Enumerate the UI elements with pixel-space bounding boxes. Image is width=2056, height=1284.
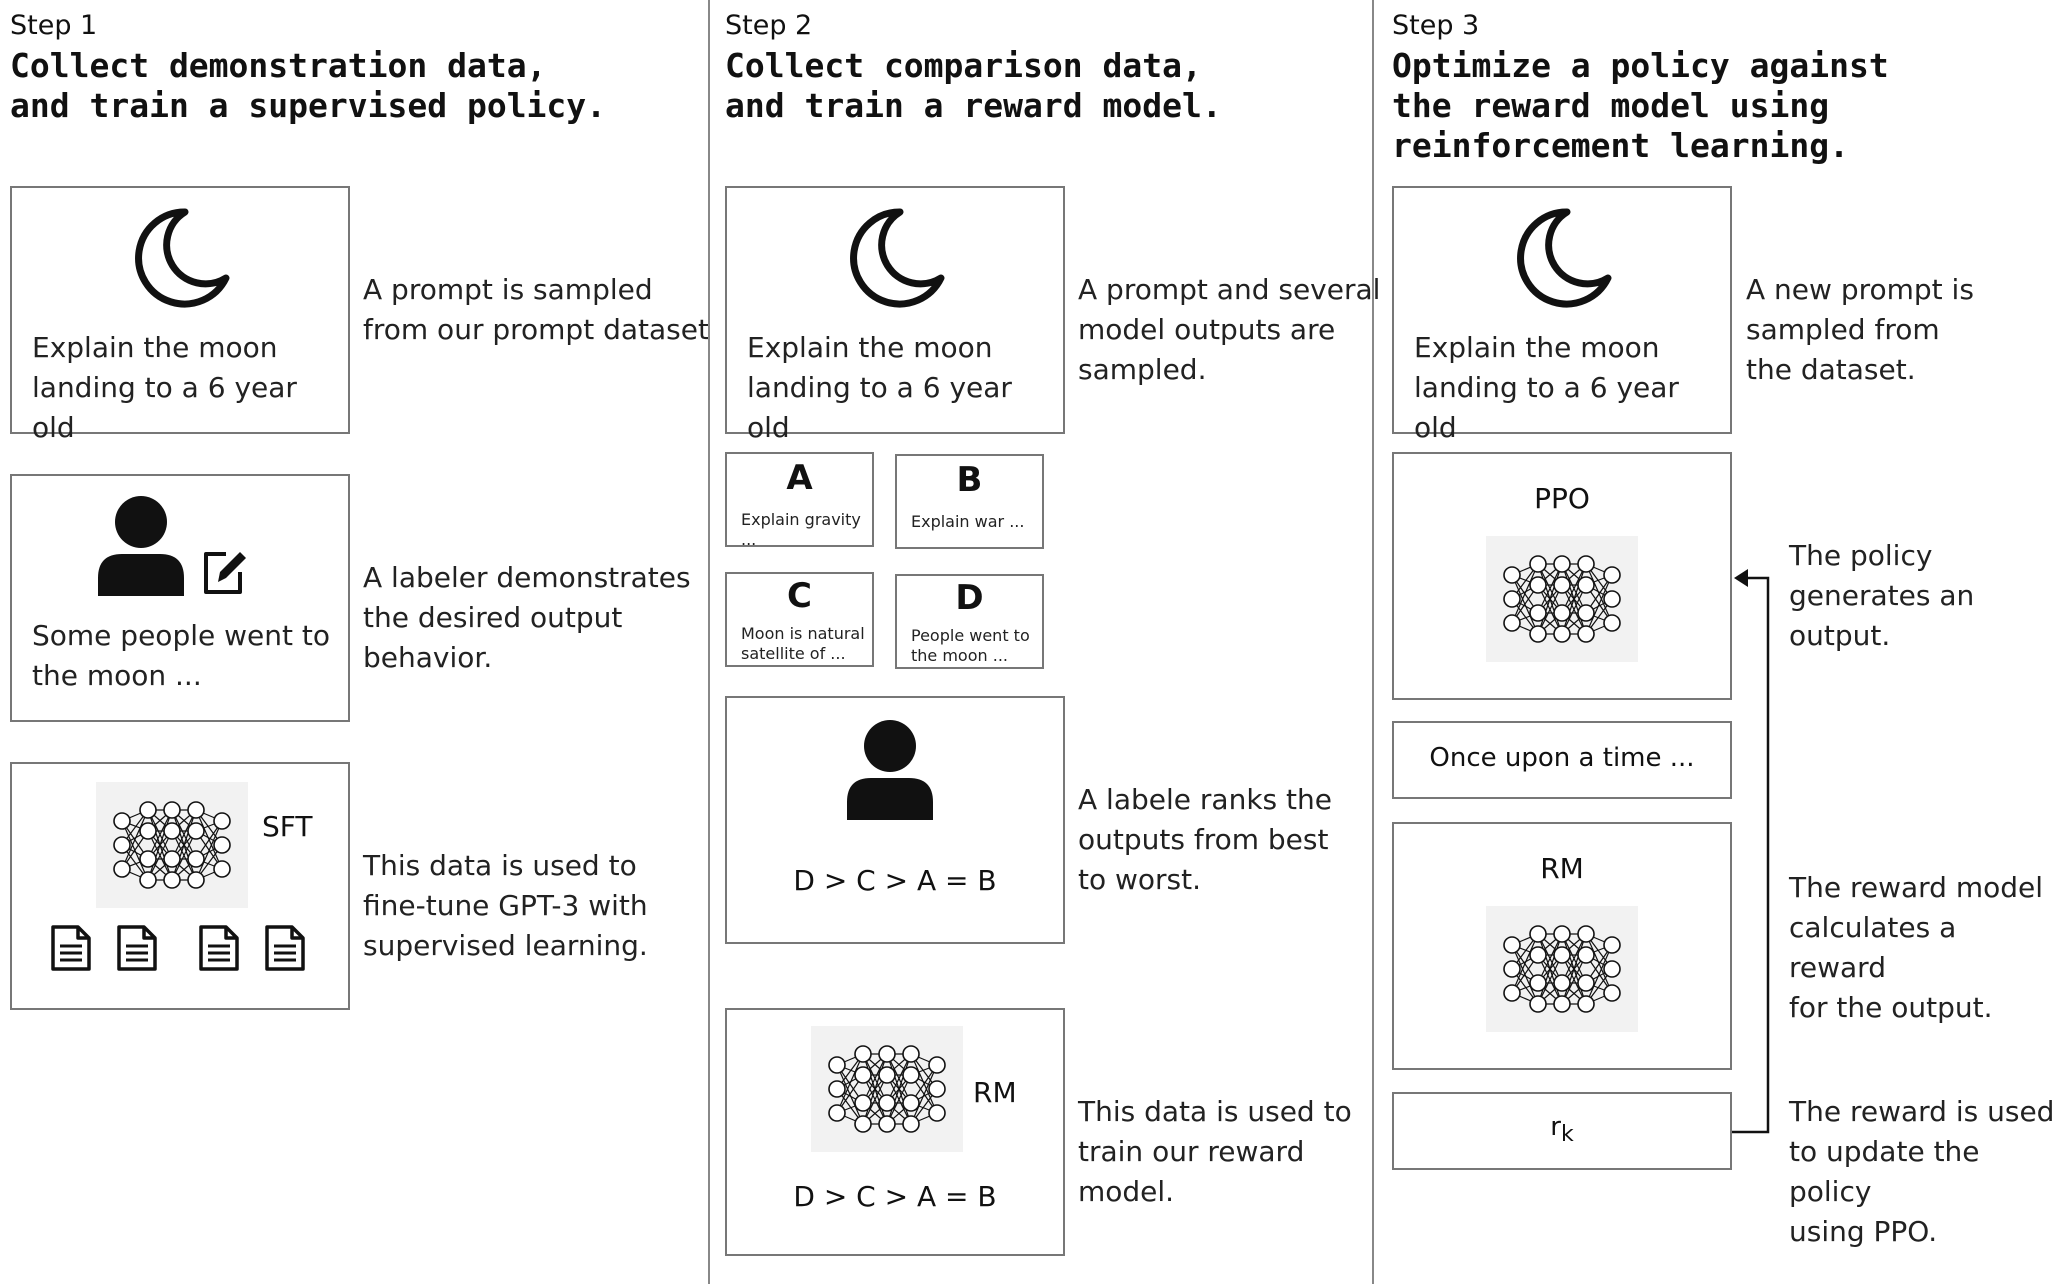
output-option-c: C Moon is natural satellite of ... [725,572,874,667]
step3-prompt-box: Explain the moon landing to a 6 year old [1392,186,1732,444]
step2-prompt-text: Explain the moon landing to a 6 year old [747,331,1012,444]
step2-title: Collect comparison data, and train a rew… [725,46,1222,125]
step3-prompt-text: Explain the moon landing to a 6 year old [1414,331,1679,444]
step3-title: Optimize a policy against the reward mod… [1392,46,1889,165]
option-text: Explain gravity ... [741,510,861,549]
step1-prompt-desc: A prompt is sampled from our prompt data… [363,273,709,346]
output-option-b: B Explain war ... [895,454,1044,549]
step2-prompt-box: Explain the moon landing to a 6 year old [725,186,1065,444]
neural-network-icon [1486,906,1638,1032]
step1-title: Collect demonstration data, and train a … [10,46,607,125]
person-icon [98,496,184,596]
step2-rm-box: RM D > C > A = B [725,1008,1065,1256]
moon-icon [1517,208,1612,308]
option-text: Moon is natural satellite of ... [741,624,865,663]
rm-ranking-text: D > C > A = B [793,1180,997,1213]
step3-reward-box: rk [1392,1092,1732,1170]
option-letter: A [786,458,813,498]
step3-output-box: Once upon a time ... [1392,721,1732,799]
rm-label: RM [973,1076,1017,1109]
step2-ranking-box: D > C > A = B [725,696,1065,944]
neural-network-icon [96,782,248,908]
step2-rank-desc: A labele ranks the outputs from best to … [1078,783,1332,896]
step1-prompt-box: Explain the moon landing to a 6 year old [10,186,350,444]
step1-train-desc: This data is used to fine-tune GPT-3 wit… [363,849,648,962]
reward-symbol: r [1550,1112,1561,1142]
step3-rm-desc: The reward model calculates a reward for… [1789,871,2044,1024]
step1-demo-box: Some people went to the moon ... [10,474,350,722]
step2-label: Step 2 [725,10,813,41]
step1-demo-text: Some people went to the moon ... [32,619,330,692]
step1-sft-box: SFT [10,762,350,1010]
neural-network-icon [1486,536,1638,662]
step3-label: Step 3 [1392,10,1480,41]
step2-prompt-desc: A prompt and several model outputs are s… [1078,273,1381,386]
step3-rm-box: RM [1392,822,1732,1070]
output-option-a: A Explain gravity ... [725,452,874,549]
document-icon [117,925,157,971]
step3-prompt-desc: A new prompt is sampled from the dataset… [1746,273,1974,386]
step1-prompt-text: Explain the moon landing to a 6 year old [32,331,297,444]
moon-icon [135,208,230,308]
step3-update-desc: The reward is used to update the policy … [1789,1095,2055,1248]
reward-value: rk [1394,1112,1730,1147]
rm-label: RM [1540,852,1584,885]
sft-label: SFT [262,810,313,843]
reward-subscript: k [1560,1122,1574,1148]
document-icon [265,925,305,971]
edit-icon [204,552,246,594]
ppo-label: PPO [1534,482,1590,515]
step1-demo-desc: A labeler demonstrates the desired outpu… [363,561,691,674]
neural-network-icon [811,1026,963,1152]
separator-1 [708,0,710,1284]
document-icon [199,925,239,971]
person-icon [847,720,933,820]
separator-2 [1372,0,1374,1284]
step2-train-desc: This data is used to train our reward mo… [1078,1095,1352,1208]
moon-icon [850,208,945,308]
option-text: People went to the moon ... [911,626,1030,665]
option-text: Explain war ... [911,512,1025,531]
step3-policy-desc: The policy generates an output. [1789,539,1975,652]
ranking-text: D > C > A = B [793,864,997,897]
feedback-arrow [1732,569,1770,1134]
step1-label: Step 1 [10,10,98,41]
step3-ppo-box: PPO [1392,452,1732,700]
option-letter: C [787,576,812,616]
output-text: Once upon a time ... [1429,743,1695,773]
document-icon [51,925,91,971]
output-option-d: D People went to the moon ... [895,574,1044,669]
option-letter: D [955,578,984,618]
option-letter: B [956,460,983,500]
